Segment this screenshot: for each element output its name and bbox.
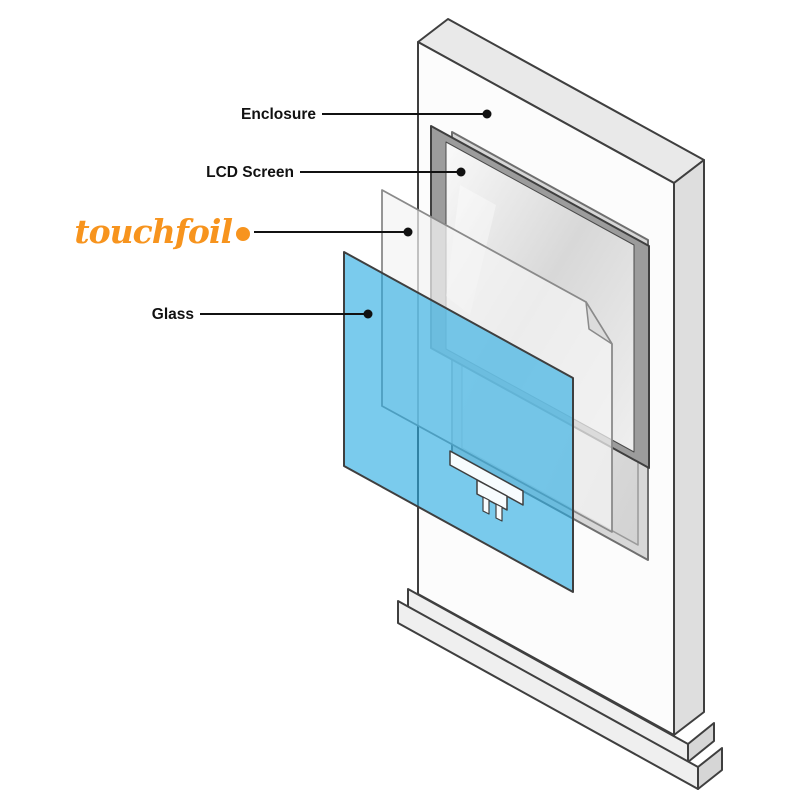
label-lcd-screen: LCD Screen (206, 164, 294, 181)
touchfoil-tail-connector (449, 450, 524, 522)
connector-band (449, 450, 524, 506)
connector-prong-left (482, 496, 490, 515)
touchfoil-logo: touchfoil (74, 212, 232, 251)
anchor-dot-enclosure (482, 109, 492, 119)
connector-prong-right (495, 503, 503, 522)
touchfoil-fold-corner (585, 301, 613, 345)
label-enclosure: Enclosure (241, 106, 316, 123)
anchor-dots (363, 109, 492, 319)
touchfoil-logo-dot (236, 227, 250, 241)
labels: Enclosure LCD Screen touchfoil Glass (74, 106, 316, 323)
leader-lines (200, 113, 487, 315)
connector-tab (476, 479, 508, 511)
enclosure-side-face (673, 159, 705, 736)
glass-graphic (343, 251, 574, 593)
anchor-dot-touchfoil (403, 227, 413, 237)
label-glass: Glass (152, 306, 194, 323)
anchor-dot-lcd-screen (456, 167, 466, 177)
enclosure-foot-side (697, 747, 723, 790)
enclosure-foot-front (397, 600, 699, 790)
glass-panel (343, 251, 574, 593)
anchor-dot-glass (363, 309, 373, 319)
